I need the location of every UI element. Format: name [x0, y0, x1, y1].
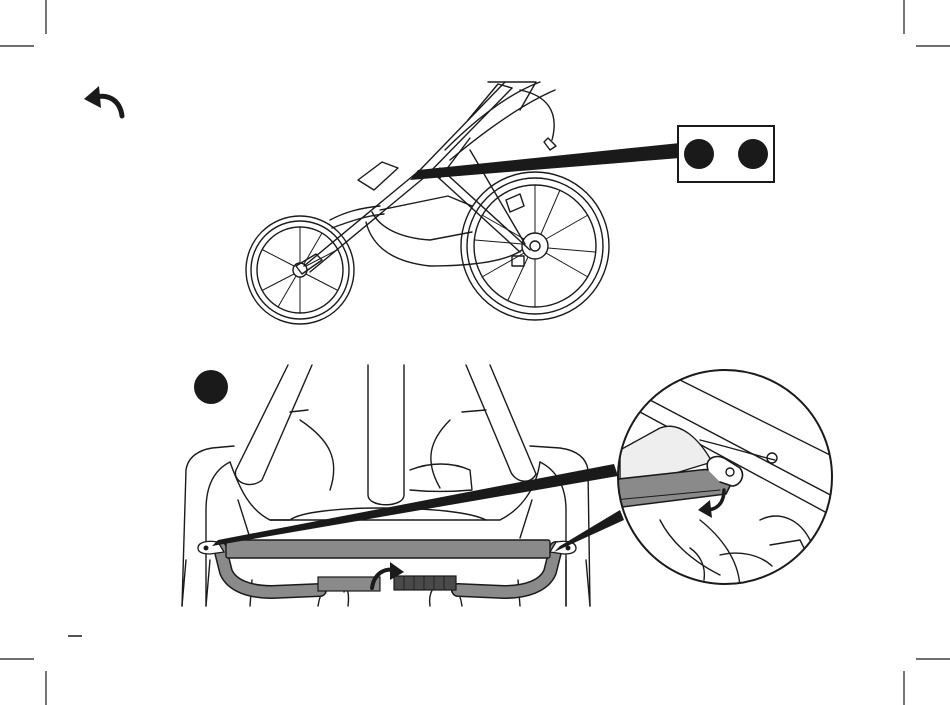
step-dot-2 — [738, 139, 768, 169]
rear-wheel — [461, 172, 609, 320]
step-dot-3 — [194, 370, 228, 404]
stroller-side-view — [246, 82, 609, 324]
step-legend-box — [678, 126, 774, 182]
front-wheel — [246, 216, 354, 324]
callout-pointer-bottom-1 — [212, 464, 618, 546]
detail-magnifier — [610, 370, 840, 590]
curved-back-arrow-icon — [84, 86, 122, 116]
step-dot-1 — [684, 139, 714, 169]
callout-pointer-top — [410, 143, 680, 180]
handle-bar — [198, 540, 576, 592]
